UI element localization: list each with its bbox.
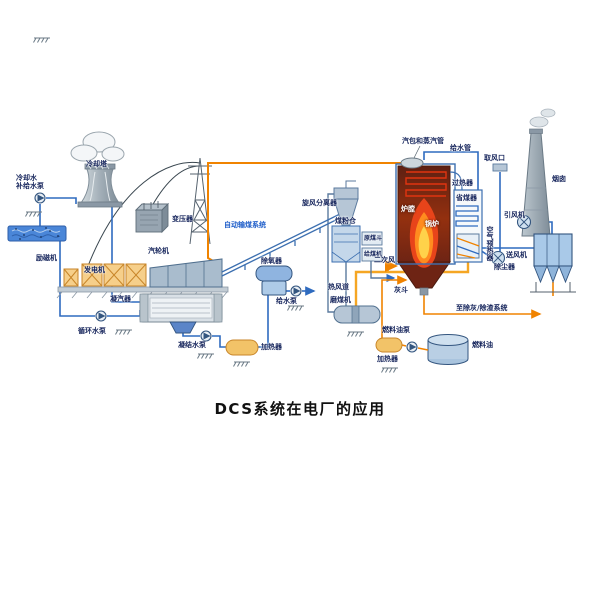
steam-clouds [70, 131, 125, 162]
fuel-oil-tank [427, 334, 469, 365]
steam-turbine-casing [149, 258, 223, 288]
condensate-pump-icon [200, 330, 212, 342]
air-intake-hood [492, 163, 508, 172]
rear-pass [449, 171, 483, 263]
label-secondary-air: 二次风 [374, 256, 395, 264]
label-ash-removal: 至除灰/除渣系统 [456, 304, 508, 312]
label-air-preheater: 空气预热器 [486, 226, 495, 261]
label-economizer: 省煤器 [456, 194, 477, 202]
fuel-lines [401, 344, 429, 351]
transmission-tower [188, 157, 212, 245]
condenser-unit [139, 293, 223, 334]
raw-coal-hopper-box [361, 231, 383, 246]
label-lp-heater: 加热器 [261, 343, 282, 351]
label-coal-bunker: 煤粉仓 [335, 217, 356, 225]
smoke-puffs [529, 108, 556, 128]
label-generator: 发电机 [84, 266, 105, 274]
water-channel [7, 225, 67, 242]
label-dust-collector: 除尘器 [494, 263, 515, 271]
label-superheater: 过热器 [452, 179, 473, 187]
label-circulating-pump: 循环水泵 [78, 327, 106, 335]
flame-core [418, 226, 430, 259]
label-coal-conveying-system: 自动输煤系统 [224, 221, 266, 229]
cooling-tower [77, 163, 123, 208]
ash-chute [419, 287, 429, 296]
generator-frames [63, 263, 147, 287]
ground-symbol [115, 329, 133, 335]
label-condensate-pump: 凝结水泵 [178, 341, 206, 349]
ground-symbol [33, 37, 51, 43]
ground-symbol [197, 353, 215, 359]
transformer-3d [134, 201, 170, 234]
coal-bunker-vessel [331, 225, 361, 263]
coal-to-burner [370, 261, 396, 283]
ground-symbol [233, 361, 251, 367]
label-coal-mill: 磨煤机 [330, 296, 351, 304]
air-preheater-box [456, 233, 480, 259]
label-steam-turbine: 汽轮机 [148, 247, 169, 255]
label-cooling-tower: 冷却塔 [86, 160, 107, 168]
label-raw-coal-hopper: 原煤斗 [364, 235, 383, 242]
steam-pipes [207, 162, 404, 263]
label-cyclone-separator: 旋风分离器 [302, 199, 337, 207]
label-air-intake: 取风口 [484, 154, 505, 162]
deaerator-vessel [255, 265, 293, 296]
label-fuel-oil: 燃料油 [472, 341, 493, 349]
fuel-heater-vessel [375, 337, 403, 353]
label-hot-air-duct: 热风道 [328, 283, 349, 291]
lp-heater-vessel [225, 339, 259, 356]
economizer-coil [455, 205, 479, 227]
fd-fan-icon [490, 250, 506, 266]
ash-line [423, 282, 554, 319]
ground-symbol [381, 367, 399, 373]
label-transformer: 变压器 [172, 215, 193, 223]
circulating-pump-icon [95, 310, 107, 322]
label-exciter: 励磁机 [36, 254, 57, 262]
makeup-pump-icon [34, 192, 46, 204]
superheater-coil [405, 171, 447, 197]
furnace-boiler [395, 145, 456, 296]
coal-feeder-box [361, 247, 383, 262]
id-fan-icon [516, 214, 532, 230]
feedwater-pump-icon [290, 285, 302, 297]
label-condenser: 凝汽器 [110, 295, 131, 303]
label-steam-drum-pipes: 汽包和蒸汽管 [402, 137, 444, 145]
dust-collector-unit [530, 233, 576, 293]
secondary-air-arrow [385, 260, 398, 272]
fuel-to-furnace [381, 275, 408, 338]
ground-symbol [287, 305, 305, 311]
label-fuel-oil-pump: 燃料油泵 [382, 326, 410, 334]
fuel-oil-pump-icon [406, 341, 418, 353]
ground-symbol [347, 331, 365, 337]
label-forced-draft-fan: 送风机 [506, 251, 527, 259]
coal-pipes [327, 193, 347, 313]
label-fuel-oil-heater: 加热器 [377, 355, 398, 363]
label-feedwater-pump: 给水泵 [276, 297, 297, 305]
label-induced-draft-fan: 引风机 [504, 211, 525, 219]
label-ash-hopper: 灰斗 [394, 286, 408, 294]
label-makeup-pump: 冷却水 补给水泵 [16, 174, 44, 191]
steam-drum-shape [400, 157, 424, 169]
label-boiler: 锅炉 [425, 220, 439, 228]
label-feedwater-pipe: 给水管 [450, 144, 471, 152]
coal-conveyor [221, 212, 343, 277]
label-deaerator: 除氧器 [261, 257, 282, 265]
hotwell [169, 321, 197, 334]
coal-mill-vessel [333, 305, 381, 324]
label-coal-feeder: 给煤机 [364, 251, 383, 258]
diagram-title: DCS系统在电厂的应用 [214, 400, 386, 418]
water-pipes [39, 151, 553, 348]
label-furnace: 炉膛 [401, 205, 415, 213]
label-chimney: 烟囱 [552, 175, 566, 183]
chimney-shape [521, 108, 556, 237]
cyclone-vessel [333, 180, 359, 226]
